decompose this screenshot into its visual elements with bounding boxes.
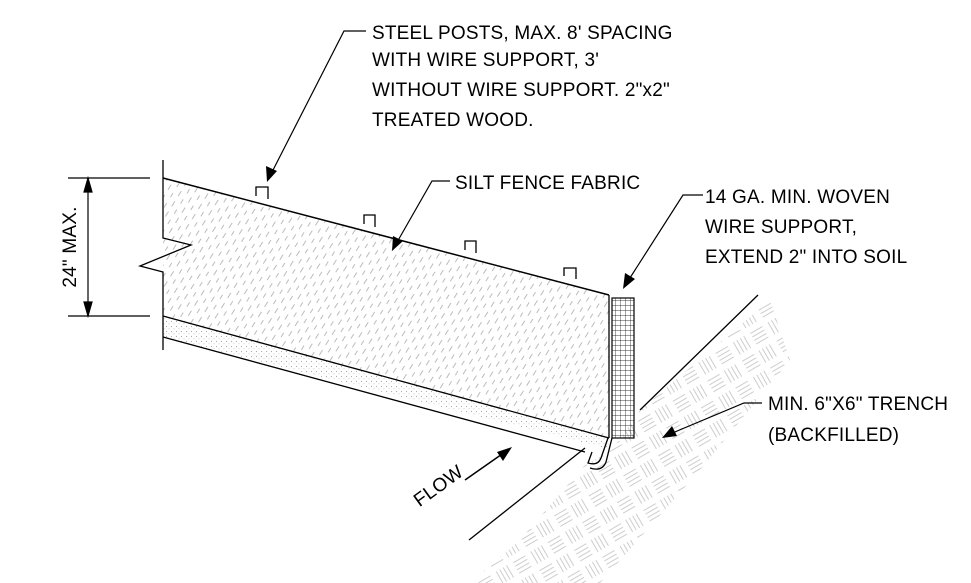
ground-lines (468, 294, 759, 541)
label-flow: FLOW (410, 462, 467, 512)
label-silt-fence-fabric: SILT FENCE FABRIC (455, 173, 640, 194)
leader-arrowheads (266, 166, 677, 438)
svg-text:TREATED WOOD.: TREATED WOOD. (372, 110, 534, 131)
label-steel-posts: STEEL POSTS, MAX. 8' SPACING WITH WIRE S… (372, 23, 673, 131)
flow-arrow (464, 447, 512, 481)
leader-lines (270, 30, 762, 435)
soil-hatch (470, 300, 790, 583)
break-line (137, 160, 194, 350)
label-height-dimension: 24" MAX. (60, 206, 81, 287)
svg-text:WITH WIRE SUPPORT, 3': WITH WIRE SUPPORT, 3' (372, 50, 599, 71)
label-trench: MIN. 6"X6" TRENCH (BACKFILLED) (768, 394, 948, 446)
silt-fence-fabric (162, 177, 610, 453)
height-dimension (68, 175, 150, 319)
svg-text:14 GA. MIN. WOVEN: 14 GA. MIN. WOVEN (705, 187, 890, 208)
svg-text:EXTEND 2" INTO SOIL: EXTEND 2" INTO SOIL (705, 247, 907, 268)
svg-text:WIRE SUPPORT,: WIRE SUPPORT, (705, 217, 857, 238)
wire-mesh-support (611, 297, 635, 439)
label-wire-support: 14 GA. MIN. WOVEN WIRE SUPPORT, EXTEND 2… (705, 187, 907, 268)
trench-tuck (587, 437, 613, 470)
svg-text:MIN. 6"X6" TRENCH: MIN. 6"X6" TRENCH (768, 394, 948, 415)
steel-posts (255, 186, 577, 279)
svg-text:(BACKFILLED): (BACKFILLED) (768, 425, 899, 446)
svg-text:WITHOUT WIRE SUPPORT. 2"x2": WITHOUT WIRE SUPPORT. 2"x2" (372, 80, 670, 101)
svg-text:STEEL POSTS, MAX. 8' SPACING: STEEL POSTS, MAX. 8' SPACING (372, 23, 673, 44)
